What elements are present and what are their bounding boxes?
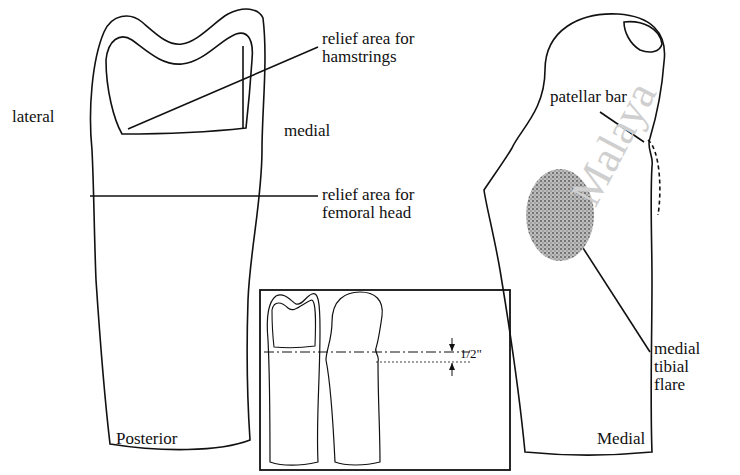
inset-hamstring-relief xyxy=(272,300,316,348)
inset-medial-outline xyxy=(326,292,382,465)
leader-line xyxy=(242,46,244,129)
medial-brim-edge xyxy=(624,22,662,52)
side-label: medial xyxy=(284,122,364,140)
inset-frame xyxy=(260,290,510,470)
view-label: Medial xyxy=(597,430,697,448)
inset-reference-line xyxy=(264,352,470,353)
view-label: Posterior xyxy=(116,430,216,448)
inset-posterior-outline xyxy=(267,294,320,465)
leader-line xyxy=(90,195,318,197)
leader-line xyxy=(128,47,318,129)
dimension-arrowheads xyxy=(449,344,455,370)
dimension-label: 1/2" xyxy=(460,347,500,361)
part-label: relief area for hamstrings xyxy=(322,30,442,66)
medial-socket-outline xyxy=(484,14,665,455)
part-label: medial tibial flare xyxy=(654,340,714,394)
inset-dimension-line xyxy=(376,362,470,363)
patellar-bar-dashed-line xyxy=(648,140,660,215)
part-label: relief area for femoral head xyxy=(322,186,462,222)
posterior-socket-outline xyxy=(91,9,265,450)
side-label: lateral xyxy=(12,108,92,126)
hamstring-relief-outline xyxy=(106,33,252,134)
